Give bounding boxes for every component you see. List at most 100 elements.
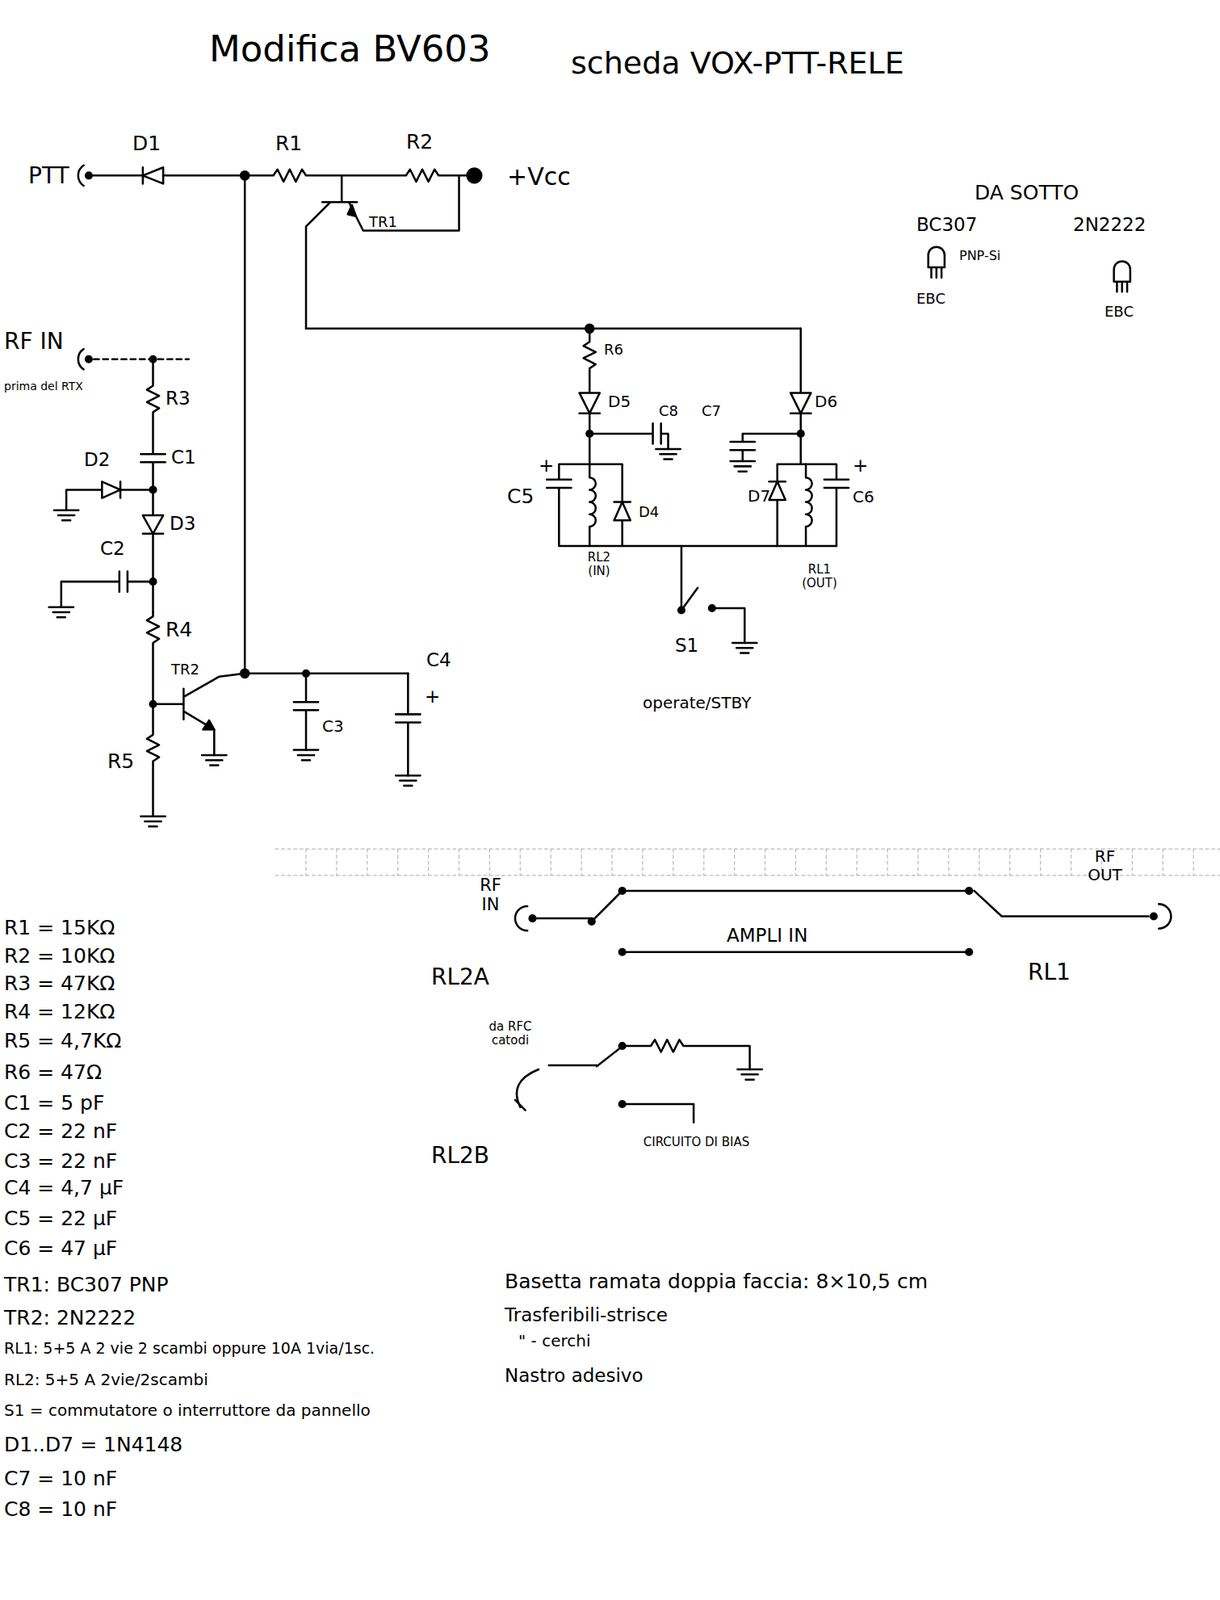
label-text: 2N2222 [1073, 213, 1146, 235]
label-text: PNP-Si [959, 248, 1001, 264]
label-text: R2 = 10KΩ [4, 944, 115, 969]
resistor-symbol [341, 169, 474, 182]
label-text: C4 [426, 649, 452, 671]
label-text: R4 [165, 618, 193, 642]
label-text: RL2B [431, 1142, 490, 1169]
label-text: PTT [28, 163, 70, 189]
transistor-outline [928, 247, 945, 278]
label-text: R5 = 4,7KΩ [4, 1029, 122, 1053]
label-text: C4 = 4,7 µF [4, 1176, 124, 1200]
label-text: C5 = 22 µF [4, 1207, 118, 1231]
label-text: + [424, 685, 441, 707]
ground-symbol [293, 750, 319, 761]
label-text: RF IN [469, 875, 512, 914]
label-text: BC307 [916, 213, 977, 235]
label-text: TR1 [368, 213, 398, 231]
label-text: EBC [916, 290, 946, 308]
wire [92, 167, 143, 184]
label-text: C1 = 5 pF [4, 1091, 105, 1116]
label-text: D2 [83, 448, 110, 470]
label-text: C8 [658, 402, 679, 420]
label-text: TR1: BC307 PNP [4, 1273, 169, 1297]
ground-symbol [655, 448, 680, 460]
label-text: RL1: 5+5 A 2 vie 2 scambi oppure 10A 1vi… [4, 1339, 375, 1358]
label-text: RL2 (IN) [576, 550, 622, 579]
label-text: C6 = 47 µF [4, 1236, 118, 1261]
label-text: C3 = 22 nF [4, 1149, 118, 1174]
label-text: C2 [100, 537, 126, 559]
ground-symbol [54, 510, 79, 521]
cable-symbol [515, 1069, 539, 1111]
resistor-symbol [146, 704, 160, 817]
label-text: C2 = 22 nF [4, 1119, 118, 1144]
label-text: Trasferibili-strisce [504, 1303, 668, 1325]
label-text: + [538, 454, 554, 476]
label-text: R3 = 47KΩ [4, 972, 115, 996]
label-text: Basetta ramata doppia faccia: 8×10,5 cm [504, 1270, 928, 1294]
label-text: TR2 [171, 661, 200, 679]
label-text: D6 [814, 392, 838, 411]
label-text: R2 [406, 130, 433, 155]
resistor-symbol [583, 328, 596, 394]
grid-strip [275, 848, 1220, 876]
relay-coil [805, 464, 813, 546]
label-text: C1 [171, 446, 197, 468]
label-text: C7 [701, 402, 722, 420]
label-text: + [852, 454, 868, 476]
label-text: prima del RTX [4, 379, 84, 393]
jack-symbol [515, 905, 528, 931]
label-text: TR2: 2N2222 [4, 1306, 136, 1330]
ground-symbol [732, 642, 757, 654]
label-text: RF OUT [1079, 846, 1131, 885]
label-text: scheda VOX-PTT-RELE [570, 46, 905, 82]
label-text: R3 [165, 387, 191, 409]
label-text: Nastro adesivo [504, 1364, 644, 1386]
label-text: RL1 (OUT) [792, 562, 847, 592]
label-text: R1 = 15KΩ [4, 916, 115, 940]
label-text: +Vcc [507, 163, 571, 192]
label-text: D1..D7 = 1N4148 [4, 1433, 183, 1457]
label-text: DA SOTTO [974, 181, 1079, 206]
label-text: C6 [852, 487, 875, 507]
wire [244, 175, 408, 674]
label-text: R4 = 12KΩ [4, 1000, 115, 1024]
label-text: R6 = 47Ω [4, 1060, 102, 1085]
label-text: C7 = 10 nF [4, 1467, 118, 1491]
label-text: D5 [607, 392, 631, 411]
transistor-symbol [153, 673, 246, 755]
title: Modifica BV603 [209, 28, 491, 71]
label-text: R5 [107, 750, 135, 774]
wire [306, 327, 801, 331]
ground-symbol [49, 607, 74, 618]
jack-symbol [78, 348, 84, 369]
jack-symbol [1158, 903, 1171, 928]
label-text: C3 [322, 716, 344, 736]
label-text: RL2: 5+5 A 2vie/2scambi [4, 1370, 209, 1389]
label-text: AMPLI IN [726, 924, 808, 946]
label-text: da RFC catodi [479, 1019, 541, 1049]
resistor-symbol [244, 169, 342, 182]
label-text: D4 [638, 503, 659, 521]
label-text: D7 [747, 486, 771, 506]
ground-symbol [730, 461, 755, 472]
label-text: CIRCUITO DI BIAS [640, 1135, 753, 1149]
label-text: R1 [275, 132, 302, 156]
transistor-symbol [306, 175, 460, 329]
ground-symbol [737, 1069, 762, 1080]
label-text: D3 [169, 512, 196, 534]
ground-symbol [140, 816, 165, 827]
label-text: EBC [1104, 303, 1134, 321]
label-text: C8 = 10 nF [4, 1497, 118, 1522]
relay-coil [589, 464, 596, 546]
ground-symbol [201, 754, 227, 766]
resistor-symbol [146, 612, 160, 705]
jack-symbol [78, 165, 84, 186]
label-text: RL1 [1027, 959, 1071, 986]
label-text: RF IN [4, 328, 64, 355]
label-text: " - cerchi [518, 1331, 591, 1350]
diode-symbol [142, 167, 164, 184]
ground-symbol [395, 775, 420, 786]
label-text: C5 [507, 485, 534, 509]
label-text: D1 [132, 132, 161, 156]
